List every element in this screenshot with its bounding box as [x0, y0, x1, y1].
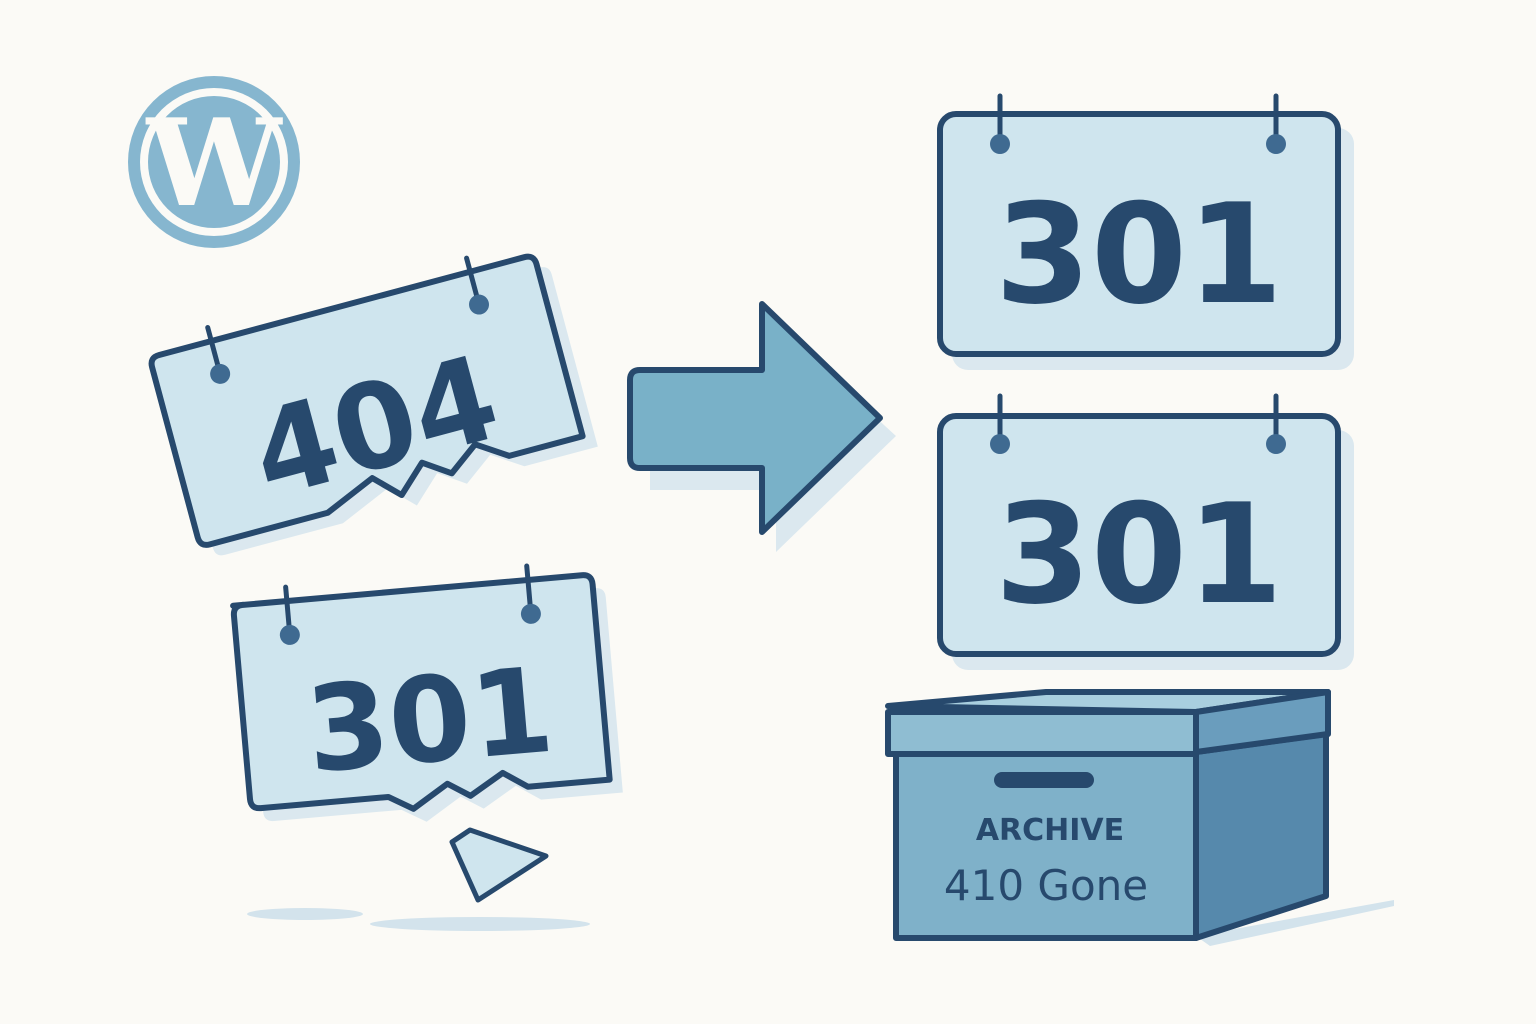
- ground-shadow: [370, 917, 590, 931]
- ground-shadow: [247, 908, 363, 920]
- sign-fragment: [449, 827, 549, 903]
- gone-status-label: 410 Gone: [944, 861, 1148, 910]
- fixed-301-sign-1: 301: [937, 93, 1354, 370]
- fixed-301-sign-2: 301: [937, 393, 1354, 670]
- broken-404-sign: 404: [148, 253, 598, 556]
- broken-301-sign: 301: [230, 563, 623, 822]
- fixed-code-301-2: 301: [995, 474, 1283, 635]
- box-handle: [994, 772, 1094, 788]
- wordpress-logo-letter: W: [145, 93, 284, 234]
- right-arrow-icon: [627, 301, 896, 552]
- archive-box: ARCHIVE 410 Gone: [885, 689, 1394, 946]
- wordpress-logo-icon: W: [128, 76, 300, 248]
- archive-label: ARCHIVE: [976, 813, 1124, 848]
- redirect-code-301: 301: [301, 641, 558, 800]
- fixed-code-301-1: 301: [995, 174, 1283, 335]
